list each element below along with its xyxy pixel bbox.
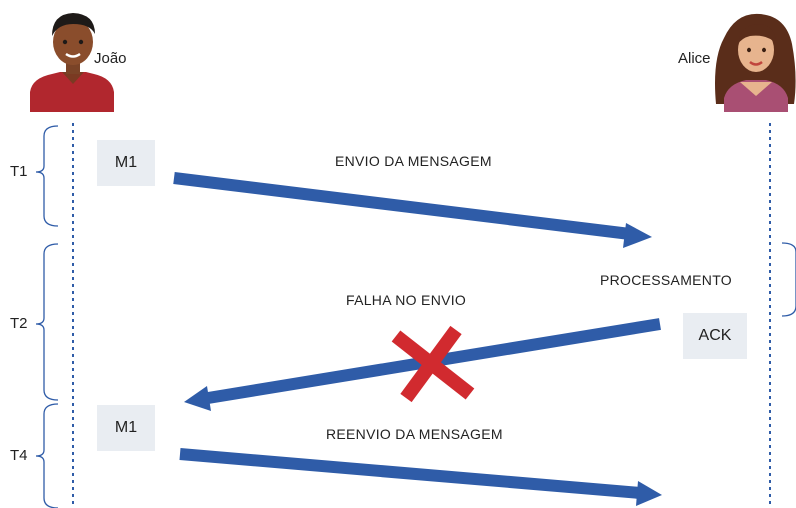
t2-brace xyxy=(35,243,59,401)
processing-caption: PROCESSAMENTO xyxy=(600,272,732,288)
failure-caption: FALHA NO ENVIO xyxy=(346,292,467,308)
man-avatar-icon xyxy=(30,13,114,112)
message-box-ack: ACK xyxy=(683,313,747,359)
time-label-t2: T2 xyxy=(10,315,28,332)
woman-avatar-icon xyxy=(715,13,796,112)
t1-brace xyxy=(35,125,59,227)
time-label-t4: T4 xyxy=(10,447,28,464)
joao-name: João xyxy=(94,50,127,67)
processing-brace xyxy=(781,242,796,317)
t4-brace xyxy=(35,403,59,508)
send-arrow xyxy=(173,172,652,248)
send-caption: ENVIO DA MENSAGEM xyxy=(335,153,492,169)
failure-cross-icon xyxy=(391,325,475,403)
message-box-m1-resend: M1 xyxy=(97,405,155,451)
time-label-t1: T1 xyxy=(10,163,28,180)
message-box-m1: M1 xyxy=(97,140,155,186)
alice-name: Alice xyxy=(678,50,711,67)
resend-caption: REENVIO DA MENSAGEM xyxy=(326,426,503,442)
resend-arrow xyxy=(179,448,662,506)
